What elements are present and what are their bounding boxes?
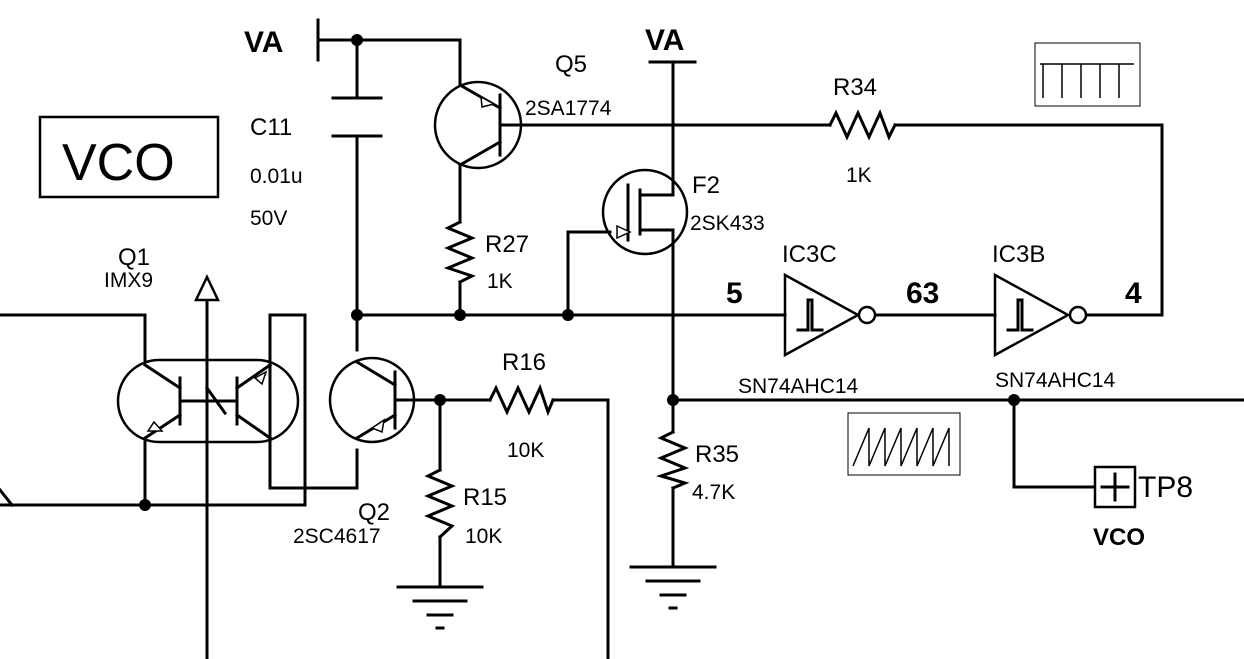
vco-testpoint-label: VCO: [1093, 524, 1145, 551]
va-supply-left: VA: [244, 18, 320, 62]
ground-symbol-r15: [396, 585, 484, 630]
r34-value-label: 1K: [846, 164, 872, 187]
inverter-ic3b: IC3B SN74AHC14 4: [992, 241, 1142, 392]
ic3b-part-label: SN74AHC14: [995, 369, 1116, 392]
r27-value-label: 1K: [487, 270, 513, 293]
transistor-q5: Q5 2SA1774: [433, 51, 612, 170]
tp8-ref-label: TP8: [1138, 471, 1193, 504]
wires: [0, 38, 1244, 659]
fet-f2: F2 2SK433: [601, 168, 765, 256]
ic3b-output-pin-label: 4: [1125, 277, 1142, 310]
q5-part-label: 2SA1774: [525, 97, 612, 120]
r16-ref-label: R16: [502, 349, 546, 376]
ic3c-part-label: SN74AHC14: [738, 375, 859, 398]
r15-ref-label: R15: [463, 484, 507, 511]
r34-ref-label: R34: [833, 74, 877, 101]
va-supply-right: VA: [645, 24, 684, 57]
q1-part-label: IMX9: [104, 269, 153, 292]
r27-ref-label: R27: [485, 231, 529, 258]
transistor-pair-q1: Q1 IMX9: [104, 244, 300, 444]
transistor-q2: Q2 2SC4617: [293, 356, 416, 548]
ground-symbol-r35: [629, 565, 717, 610]
c11-rating-label: 50V: [250, 207, 287, 230]
q1-ref-label: Q1: [118, 244, 150, 271]
ic3c-ref-label: IC3C: [782, 241, 837, 268]
c11-ref-label: C11: [250, 114, 292, 141]
square-wave-icon: [1034, 42, 1141, 107]
resistor-r27: R27 1K: [443, 219, 529, 293]
q5-ref-label: Q5: [555, 51, 587, 78]
r35-ref-label: R35: [695, 441, 739, 468]
q2-ref-label: Q2: [358, 499, 390, 526]
capacitor-c11: C11 0.01u 50V: [250, 96, 383, 230]
inverter-link-pin-label: 63: [906, 277, 939, 310]
resistor-r34: R34 1K: [827, 74, 898, 187]
q2-part-label: 2SC4617: [293, 525, 381, 548]
ic3c-input-pin-label: 5: [726, 277, 743, 310]
f2-part-label: 2SK433: [690, 212, 765, 235]
resistor-r16: R16 10K: [487, 349, 555, 462]
r16-value-label: 10K: [507, 439, 544, 462]
va-left-label: VA: [244, 26, 283, 59]
resistor-r35: R35 4.7K: [655, 429, 739, 504]
va-right-label: VA: [645, 24, 684, 57]
c11-value-label: 0.01u: [250, 165, 303, 188]
f2-ref-label: F2: [692, 172, 720, 199]
vco-title-box: VCO: [38, 115, 220, 199]
ic3b-ref-label: IC3B: [992, 241, 1045, 268]
junctions: [139, 34, 1020, 511]
inverter-ic3c: IC3C SN74AHC14 5: [726, 241, 877, 398]
r15-value-label: 10K: [465, 525, 502, 548]
sawtooth-wave-icon: [847, 412, 961, 476]
vco-title-label: VCO: [62, 134, 175, 192]
testpoint-tp8: TP8 VCO: [1093, 465, 1193, 551]
r35-value-label: 4.7K: [692, 481, 735, 504]
resistor-r15: R15 10K: [424, 467, 507, 548]
